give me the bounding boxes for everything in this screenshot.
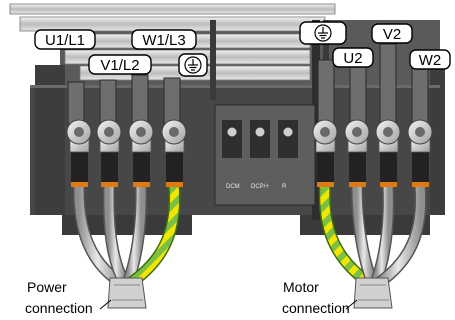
- motor-caption-line1: Motor: [283, 279, 319, 295]
- motor-connection-caption: Motor connection: [282, 279, 358, 316]
- power-caption-line2: connection: [25, 300, 93, 316]
- board-label-dcm: DCM: [226, 184, 240, 190]
- label-v1-l2: V1/L2: [88, 54, 152, 75]
- label-v2: V2: [371, 23, 413, 44]
- protective-earth-icon: [184, 56, 202, 74]
- motor-cable-sleeve: [353, 277, 393, 309]
- power-cable-sleeve: [107, 277, 147, 309]
- label-w1-l3-text: W1/L3: [142, 32, 185, 49]
- label-u1-l1: U1/L1: [34, 29, 96, 50]
- label-ground-power: [178, 53, 208, 77]
- board-label-dcp: DCP/+: [251, 184, 269, 190]
- label-w1-l3: W1/L3: [131, 29, 197, 50]
- power-caption-line1: Power: [27, 279, 67, 295]
- label-u2-text: U2: [343, 50, 362, 67]
- motor-cables: [318, 179, 427, 288]
- lug-w2: [407, 119, 433, 187]
- lug-u1: [66, 119, 92, 187]
- label-u2: U2: [332, 47, 374, 68]
- terminal-posts: [67, 43, 429, 125]
- board-label-r: R: [282, 184, 287, 190]
- label-v2-text: V2: [383, 26, 401, 43]
- lug-pe-power: [161, 119, 187, 187]
- label-u1-l1-text: U1/L1: [45, 32, 85, 49]
- motor-caption-line2: connection: [282, 300, 350, 316]
- lug-pe-motor: [312, 119, 338, 187]
- lug-v2: [375, 119, 401, 187]
- label-w2-text: W2: [419, 52, 442, 69]
- power-cables: [72, 179, 181, 288]
- terminal-lugs: [66, 119, 433, 187]
- power-connection-caption: Power connection: [25, 279, 112, 316]
- label-w2: W2: [409, 49, 451, 70]
- label-v1-l2-text: V1/L2: [100, 57, 139, 74]
- protective-earth-icon: [314, 24, 332, 42]
- lug-w1: [128, 119, 154, 187]
- dc-terminal-board: DCM DCP/+ R: [214, 104, 316, 206]
- lug-u2: [344, 119, 370, 187]
- label-ground-motor: [299, 21, 347, 45]
- lug-v1: [96, 119, 122, 187]
